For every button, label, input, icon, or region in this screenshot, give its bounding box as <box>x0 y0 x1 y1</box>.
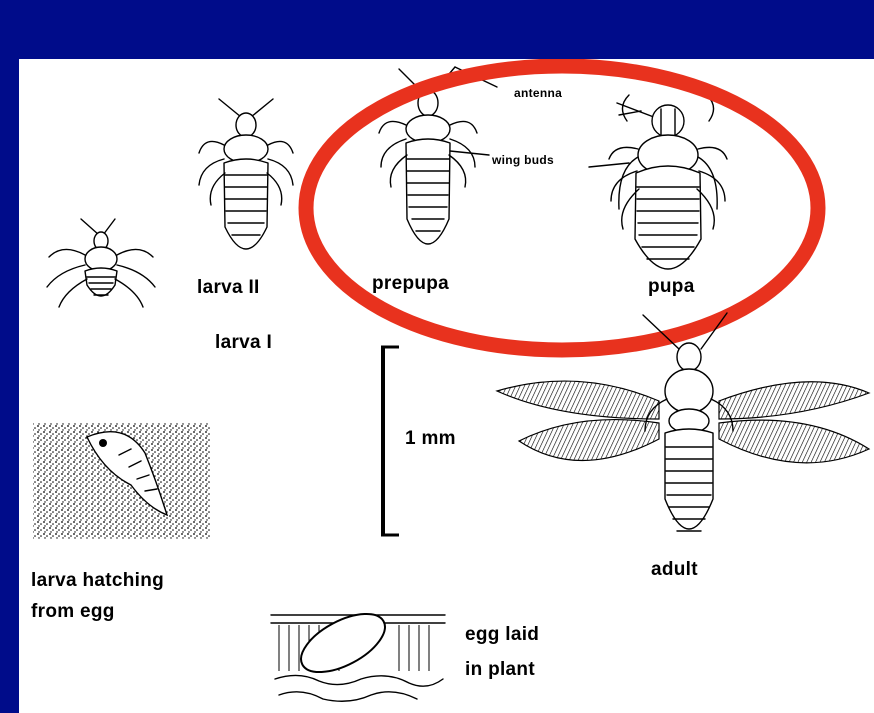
hatching-larva-drawing <box>33 423 211 539</box>
label-egg-line-2: in plant <box>465 660 535 679</box>
egg-in-plant-drawing <box>271 602 445 713</box>
scale-bar <box>381 347 399 535</box>
label-scale: 1 mm <box>405 429 456 448</box>
figure-drawing <box>19 59 874 713</box>
label-antenna: antenna <box>514 87 562 99</box>
label-prepupa: prepupa <box>372 274 449 293</box>
label-larva-1: larva I <box>215 333 272 352</box>
label-hatching-line-2: from egg <box>31 602 115 621</box>
label-adult: adult <box>651 560 698 579</box>
thrips-life-cycle-figure: larva I larva II prepupa pupa antenna wi… <box>19 59 874 713</box>
larva-2-drawing <box>199 99 293 249</box>
label-egg-line-1: egg laid <box>465 625 539 644</box>
label-pupa: pupa <box>648 277 695 296</box>
label-wing-buds: wing buds <box>492 154 554 166</box>
highlight-circle <box>306 66 818 350</box>
pupa-drawing <box>589 95 727 269</box>
label-hatching-line-1: larva hatching <box>31 571 164 590</box>
larva-1-drawing <box>47 219 155 307</box>
label-larva-2: larva II <box>197 278 260 297</box>
